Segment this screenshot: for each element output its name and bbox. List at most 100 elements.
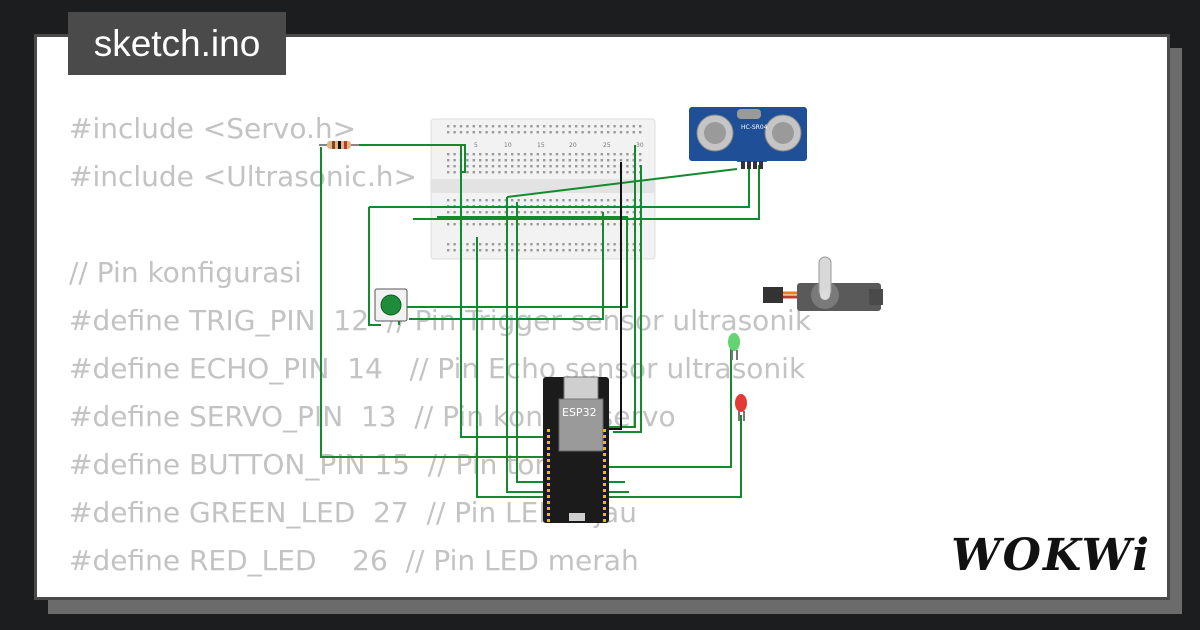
breadboard-hole [562,243,565,246]
sensor-label: HC-SR04 [741,124,768,131]
breadboard-hole [523,243,527,246]
esp32-pin [603,495,606,498]
breadboard-hole [594,131,597,134]
circuit-diagram: 5 10 15 20 25 30 [319,107,883,523]
file-tab[interactable]: sketch.ino [68,12,286,75]
breadboard-hole [587,211,591,214]
breadboard-col-10: 10 [504,142,512,149]
breadboard-hole [517,153,520,156]
breadboard-hole [536,199,539,202]
ultrasonic-sensor: HC-SR04 [689,107,807,169]
breadboard-hole [485,199,488,202]
esp32-pin [603,501,606,504]
breadboard-hole [549,159,552,162]
breadboard-hole [498,199,501,202]
breadboard-hole [479,165,482,168]
breadboard-hole [453,243,456,246]
breadboard-hole [562,131,565,134]
breadboard-hole [575,171,578,174]
breadboard-hole [549,249,552,252]
breadboard-hole [472,165,475,168]
breadboard-hole [517,223,520,226]
breadboard-hole [447,249,450,252]
breadboard-hole [587,131,591,134]
breadboard-hole [479,131,482,134]
breadboard-hole [536,249,539,252]
breadboard-hole [485,249,488,252]
breadboard-col-25: 25 [603,142,611,149]
breadboard-hole [447,131,450,134]
breadboard-hole [607,171,610,174]
breadboard-hole [555,131,559,134]
breadboard-hole [607,153,610,156]
breadboard-hole [453,171,456,174]
breadboard-hole [491,153,495,156]
breadboard-hole [555,165,559,168]
breadboard-hole [568,125,571,128]
breadboard-hole [491,159,495,162]
breadboard-hole [479,249,482,252]
esp32-pin [603,507,606,510]
breadboard-hole [485,125,488,128]
breadboard-hole [543,131,546,134]
breadboard-hole [568,199,571,202]
breadboard-hole [498,153,501,156]
wokwi-logo: WOKWi [951,530,1151,581]
wire-gnd [609,162,622,430]
breadboard-hole [472,159,475,162]
breadboard-hole [466,159,469,162]
breadboard-hole [549,171,552,174]
breadboard-hole [632,159,635,162]
breadboard-hole [523,131,527,134]
breadboard-hole [523,199,527,202]
breadboard-hole [504,125,507,128]
breadboard-hole [504,131,507,134]
breadboard-hole [523,249,527,252]
breadboard-hole [568,211,571,214]
breadboard-hole [562,171,565,174]
breadboard-hole [607,125,610,128]
breadboard-hole [555,125,559,128]
breadboard-hole [639,125,642,128]
breadboard-hole [581,165,584,168]
breadboard-hole [543,211,546,214]
breadboard-hole [568,153,571,156]
esp32-pin [547,489,550,492]
breadboard-hole [523,171,527,174]
breadboard-hole [555,171,559,174]
breadboard-hole [479,171,482,174]
breadboard-hole [491,131,495,134]
esp32-pin [603,465,606,468]
breadboard-hole [466,125,469,128]
breadboard-hole [555,223,559,226]
breadboard-hole [600,249,603,252]
breadboard-hole [511,171,514,174]
breadboard-hole [575,211,578,214]
breadboard-hole [530,131,533,134]
esp32-pin [547,501,550,504]
breadboard-hole [594,223,597,226]
esp32-pin [603,441,606,444]
breadboard-hole [466,165,469,168]
breadboard-hole [472,199,475,202]
breadboard-hole [549,125,552,128]
breadboard-hole [466,131,469,134]
breadboard-hole [575,199,578,202]
esp32-pin [603,459,606,462]
esp32-pin [547,453,550,456]
breadboard-hole [453,125,456,128]
breadboard-hole [536,165,539,168]
breadboard-hole [485,223,488,226]
breadboard-hole [485,243,488,246]
breadboard-hole [613,131,616,134]
breadboard-hole [511,125,514,128]
breadboard-hole [549,211,552,214]
breadboard-hole [536,153,539,156]
breadboard-hole [536,243,539,246]
breadboard-hole [549,223,552,226]
breadboard-hole [594,153,597,156]
breadboard-hole [607,243,610,246]
esp32-pin [603,447,606,450]
esp32-pin [547,477,550,480]
breadboard-hole [536,125,539,128]
